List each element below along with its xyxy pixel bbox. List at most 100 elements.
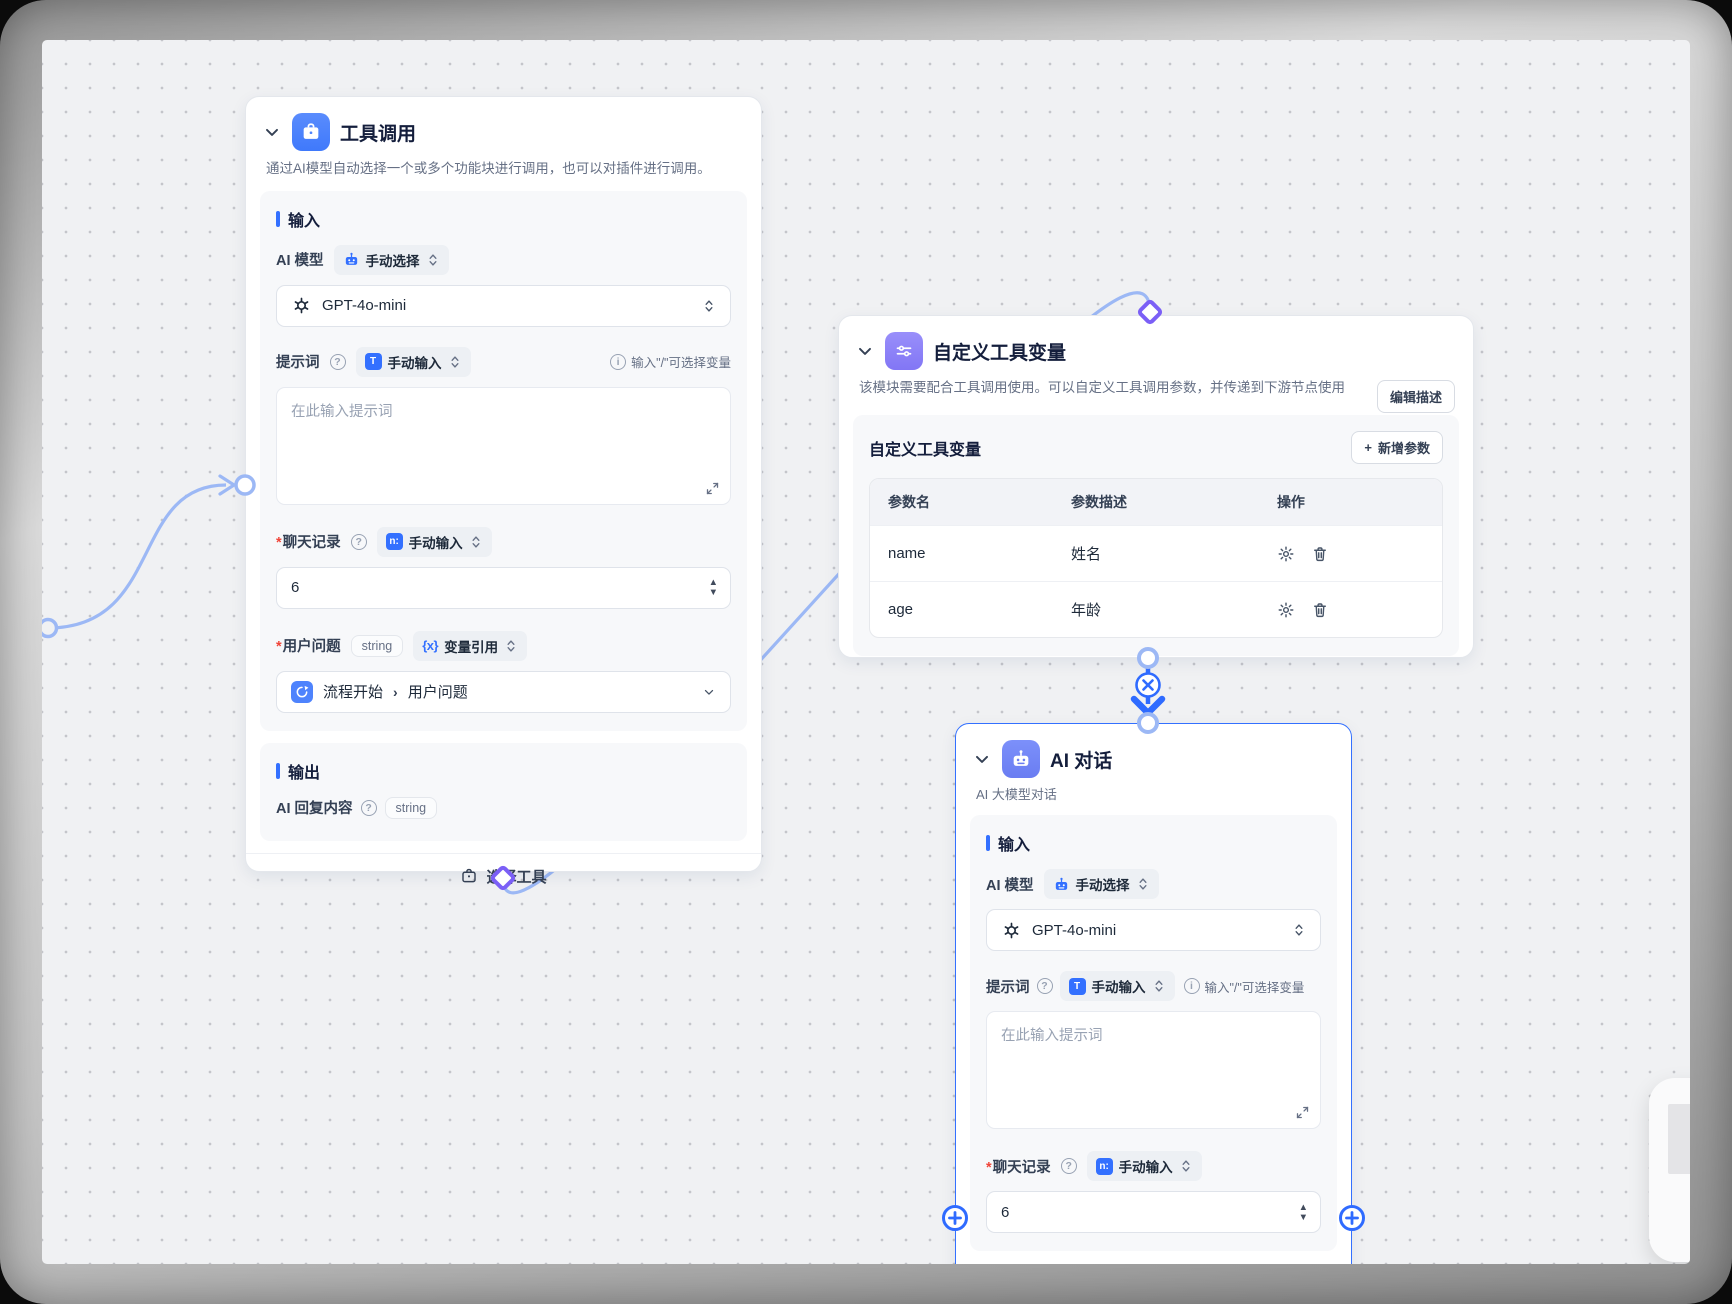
history-mode-pill[interactable]: n: 手动输入	[1086, 1151, 1202, 1181]
node-title: 自定义工具变量	[933, 342, 1067, 364]
help-icon[interactable]: ?	[360, 799, 377, 816]
stepper-down-icon[interactable]: ▼	[1298, 1211, 1308, 1223]
input-section-label: 输入	[288, 212, 321, 230]
updown-chevron-icon	[1154, 980, 1163, 992]
type-badge: string	[350, 634, 404, 657]
slash-hint: i 输入"/"可选择变量	[610, 352, 731, 371]
param-name: name	[870, 525, 1054, 581]
slash-hint: i 输入"/"可选择变量	[1183, 977, 1304, 996]
col-header-desc: 参数描述	[1053, 479, 1259, 525]
collapse-chevron-icon[interactable]	[855, 341, 875, 361]
prompt-textarea[interactable]	[987, 1012, 1320, 1128]
chevron-down-icon	[704, 689, 714, 695]
prompt-mode-pill[interactable]: T 手动输入	[355, 346, 471, 377]
help-icon[interactable]: ?	[1060, 1158, 1077, 1174]
history-number-input[interactable]: ▲▼	[986, 1191, 1321, 1233]
flow-start-icon	[291, 680, 313, 703]
node-header: AI 对话	[956, 724, 1351, 784]
edit-description-button[interactable]: 编辑描述	[1376, 380, 1455, 413]
collapse-chevron-icon[interactable]	[972, 749, 992, 769]
history-mode-label: 手动输入	[408, 535, 463, 551]
number-stepper[interactable]: ▲▼	[1298, 1201, 1308, 1223]
delete-edge-button[interactable]	[1135, 672, 1161, 698]
number-stepper[interactable]: ▲▼	[708, 577, 718, 599]
history-mode-pill[interactable]: n: 手动输入	[376, 526, 492, 557]
vars-panel: 自定义工具变量 +新增参数 参数名 参数描述 操作 name 姓名	[853, 415, 1459, 656]
info-icon: i	[1183, 978, 1200, 994]
stepper-up-icon[interactable]: ▲	[708, 577, 718, 589]
model-mode-pill[interactable]: 手动选择	[333, 244, 449, 275]
table-row: age 年龄	[870, 581, 1442, 637]
node-title: 工具调用	[340, 123, 417, 145]
collapse-chevron-icon[interactable]	[262, 122, 282, 142]
section-bar	[986, 835, 990, 851]
model-mode-pill[interactable]: 手动选择	[1043, 869, 1159, 899]
text-input-icon: T	[1068, 977, 1086, 995]
section-bar	[276, 762, 280, 779]
expand-icon[interactable]	[1295, 1105, 1310, 1120]
model-select[interactable]: GPT-4o-mini	[276, 284, 731, 327]
select-tool-button[interactable]: 选择工具	[246, 852, 761, 899]
stepper-up-icon[interactable]: ▲	[1298, 1201, 1308, 1213]
node-custom-vars[interactable]: 自定义工具变量 该模块需要配合工具调用使用。可以自定义工具调用参数，并传递到下游…	[838, 315, 1474, 658]
history-value-field[interactable]	[291, 579, 709, 597]
prompt-mode-pill[interactable]: T 手动输入	[1059, 971, 1175, 1001]
add-param-button[interactable]: +新增参数	[1351, 431, 1443, 464]
edge-arrowhead	[1130, 695, 1166, 717]
prompt-textarea-wrap	[276, 386, 731, 505]
ai-model-label: AI 模型	[986, 877, 1034, 894]
input-section: 输入 AI 模型 手动选择 GPT-4o-mini 提示词 ? T	[970, 815, 1337, 1251]
prompt-label: 提示词	[276, 355, 320, 372]
trash-icon[interactable]	[1311, 601, 1329, 619]
section-bar	[276, 210, 280, 227]
node-tool-call[interactable]: 工具调用 通过AI模型自动选择一个或多个功能块进行调用，也可以对插件进行调用。 …	[245, 96, 762, 886]
output-name: AI 回复内容	[276, 801, 353, 818]
required-asterisk: *	[276, 535, 282, 552]
node-header: 工具调用	[246, 97, 761, 157]
question-ref-select[interactable]: 流程开始 › 用户问题	[276, 670, 731, 713]
output-section: 输出 AI 回复内容 ? string	[260, 742, 747, 841]
help-icon[interactable]: ?	[1036, 978, 1053, 994]
vars-panel-title: 自定义工具变量	[869, 441, 982, 459]
ref-separator: ›	[393, 683, 398, 700]
model-select[interactable]: GPT-4o-mini	[986, 909, 1321, 951]
node-subtitle: AI 大模型对话	[976, 787, 1057, 802]
gear-icon[interactable]	[1277, 545, 1295, 563]
help-icon[interactable]: ?	[350, 533, 367, 550]
question-mode-pill[interactable]: {x} 变量引用	[413, 630, 528, 661]
updown-chevron-icon	[450, 356, 459, 368]
ref-source: 流程开始	[323, 684, 384, 702]
gear-icon[interactable]	[1277, 601, 1295, 619]
node-ai-chat[interactable]: AI 对话 AI 大模型对话 输入 AI 模型 手动选择 GPT-4o-mini	[955, 723, 1352, 1264]
history-value-field[interactable]	[1001, 1203, 1299, 1221]
side-panel-card[interactable]	[1649, 1078, 1690, 1262]
updown-chevron-icon	[1295, 924, 1303, 936]
variable-ref-icon: {x}	[422, 638, 439, 654]
input-section-label: 输入	[998, 837, 1031, 854]
required-asterisk: *	[986, 1159, 992, 1176]
number-input-icon: n:	[385, 533, 403, 551]
model-name: GPT-4o-mini	[322, 297, 407, 315]
edge-arrowhead	[218, 474, 236, 496]
side-panel-thumbnail	[1668, 1104, 1690, 1174]
trash-icon[interactable]	[1311, 545, 1329, 563]
question-label: *用户问题	[276, 639, 341, 656]
updown-chevron-icon	[1138, 878, 1147, 890]
updown-chevron-icon	[428, 254, 437, 266]
robot-icon	[345, 252, 357, 265]
node-header: 自定义工具变量	[839, 316, 1473, 376]
edge-source-handle[interactable]	[42, 617, 59, 639]
openai-icon	[1004, 922, 1019, 938]
node-description: 该模块需要配合工具调用使用。可以自定义工具调用参数，并传递到下游节点使用	[859, 380, 1345, 395]
table-row: name 姓名	[870, 525, 1442, 581]
briefcase-icon	[462, 868, 477, 883]
stepper-down-icon[interactable]: ▼	[708, 587, 718, 599]
workflow-canvas[interactable]: 工具调用 通过AI模型自动选择一个或多个功能块进行调用，也可以对插件进行调用。 …	[42, 40, 1690, 1264]
prompt-textarea[interactable]	[277, 387, 730, 504]
history-number-input[interactable]: ▲▼	[276, 566, 731, 609]
text-input-icon: T	[364, 353, 382, 371]
help-icon[interactable]: ?	[329, 353, 346, 370]
expand-icon[interactable]	[705, 481, 720, 496]
custom-vars-icon	[885, 332, 923, 370]
prompt-mode-label: 手动输入	[1091, 980, 1146, 995]
